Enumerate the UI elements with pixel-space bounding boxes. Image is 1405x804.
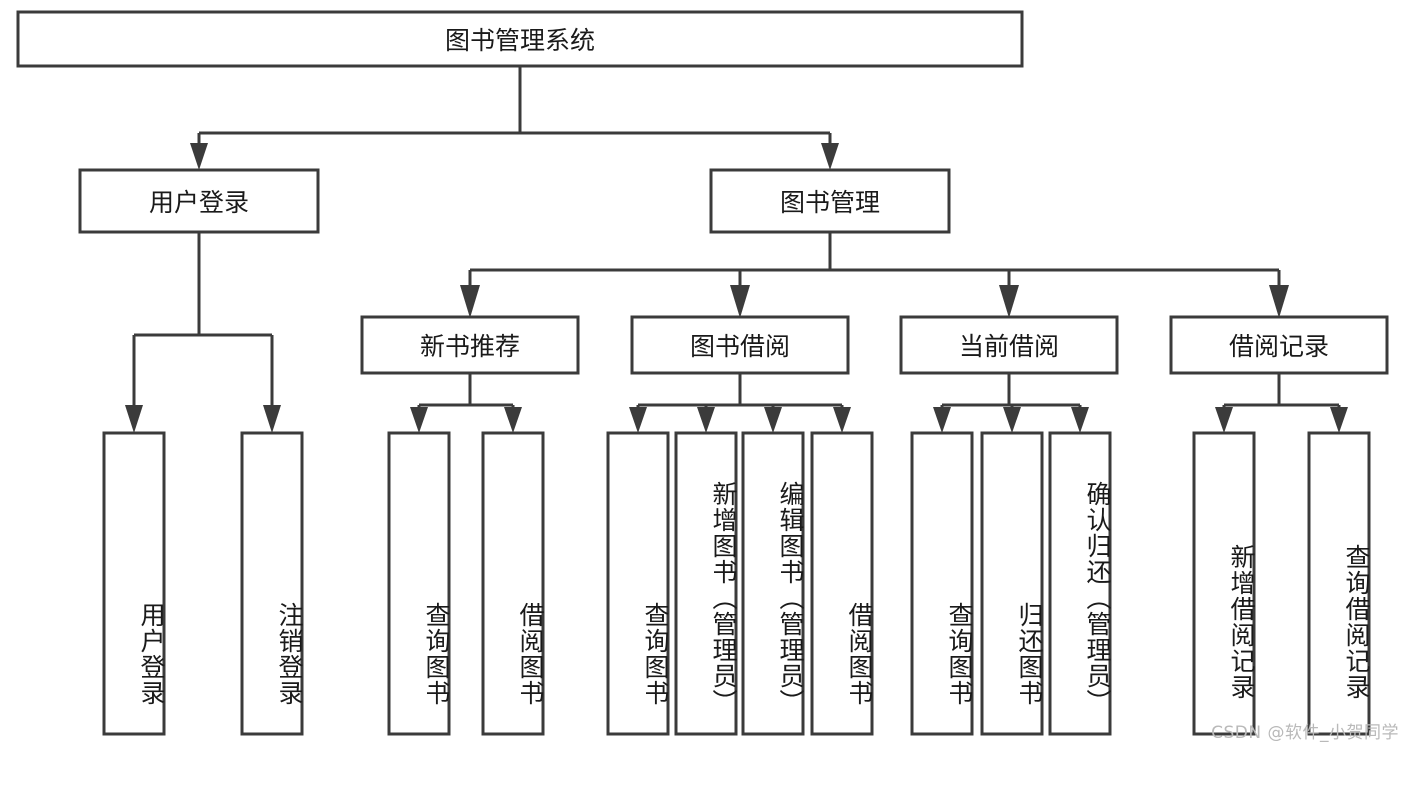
- connector-currentborrow-to-leaves: [933, 373, 1089, 433]
- leaf-box[interactable]: [980, 431, 1044, 736]
- leaf-box[interactable]: [1307, 431, 1371, 736]
- connector-borrowrecord-to-leaves: [1215, 373, 1348, 433]
- node-current-borrow[interactable]: [899, 315, 1119, 375]
- node-book-borrow[interactable]: [630, 315, 850, 375]
- connector-root-to-level2: [190, 66, 839, 170]
- leaf-box[interactable]: [481, 431, 545, 736]
- leaf-box[interactable]: [606, 431, 670, 736]
- node-borrow-record[interactable]: [1169, 315, 1389, 375]
- leaf-box[interactable]: [1048, 431, 1112, 736]
- connector-level2-userlogin-to-leaves: [125, 232, 281, 433]
- leaf-box[interactable]: [240, 431, 304, 736]
- node-user-login[interactable]: [78, 168, 320, 234]
- node-new-book-recommend[interactable]: [360, 315, 580, 375]
- leaf-box[interactable]: [674, 431, 738, 736]
- leaf-box[interactable]: [1192, 431, 1256, 736]
- connector-borrowbook-to-leaves: [629, 373, 851, 433]
- connector-level2-bookmgmt-to-level3: [460, 232, 1289, 318]
- diagram-canvas: 图书管理系统 用户登录 图书管理 新书推荐 图书借阅 当前借阅 借阅记录 用户登…: [16, 10, 1399, 743]
- node-book-management[interactable]: [709, 168, 951, 234]
- leaf-box[interactable]: [102, 431, 166, 736]
- leaf-box[interactable]: [387, 431, 451, 736]
- leaf-box[interactable]: [910, 431, 974, 736]
- tree-diagram-svg: [16, 10, 1389, 736]
- leaf-box[interactable]: [810, 431, 874, 736]
- leaf-box[interactable]: [741, 431, 805, 736]
- node-root[interactable]: [16, 10, 1024, 68]
- connector-newbook-to-leaves: [410, 373, 522, 433]
